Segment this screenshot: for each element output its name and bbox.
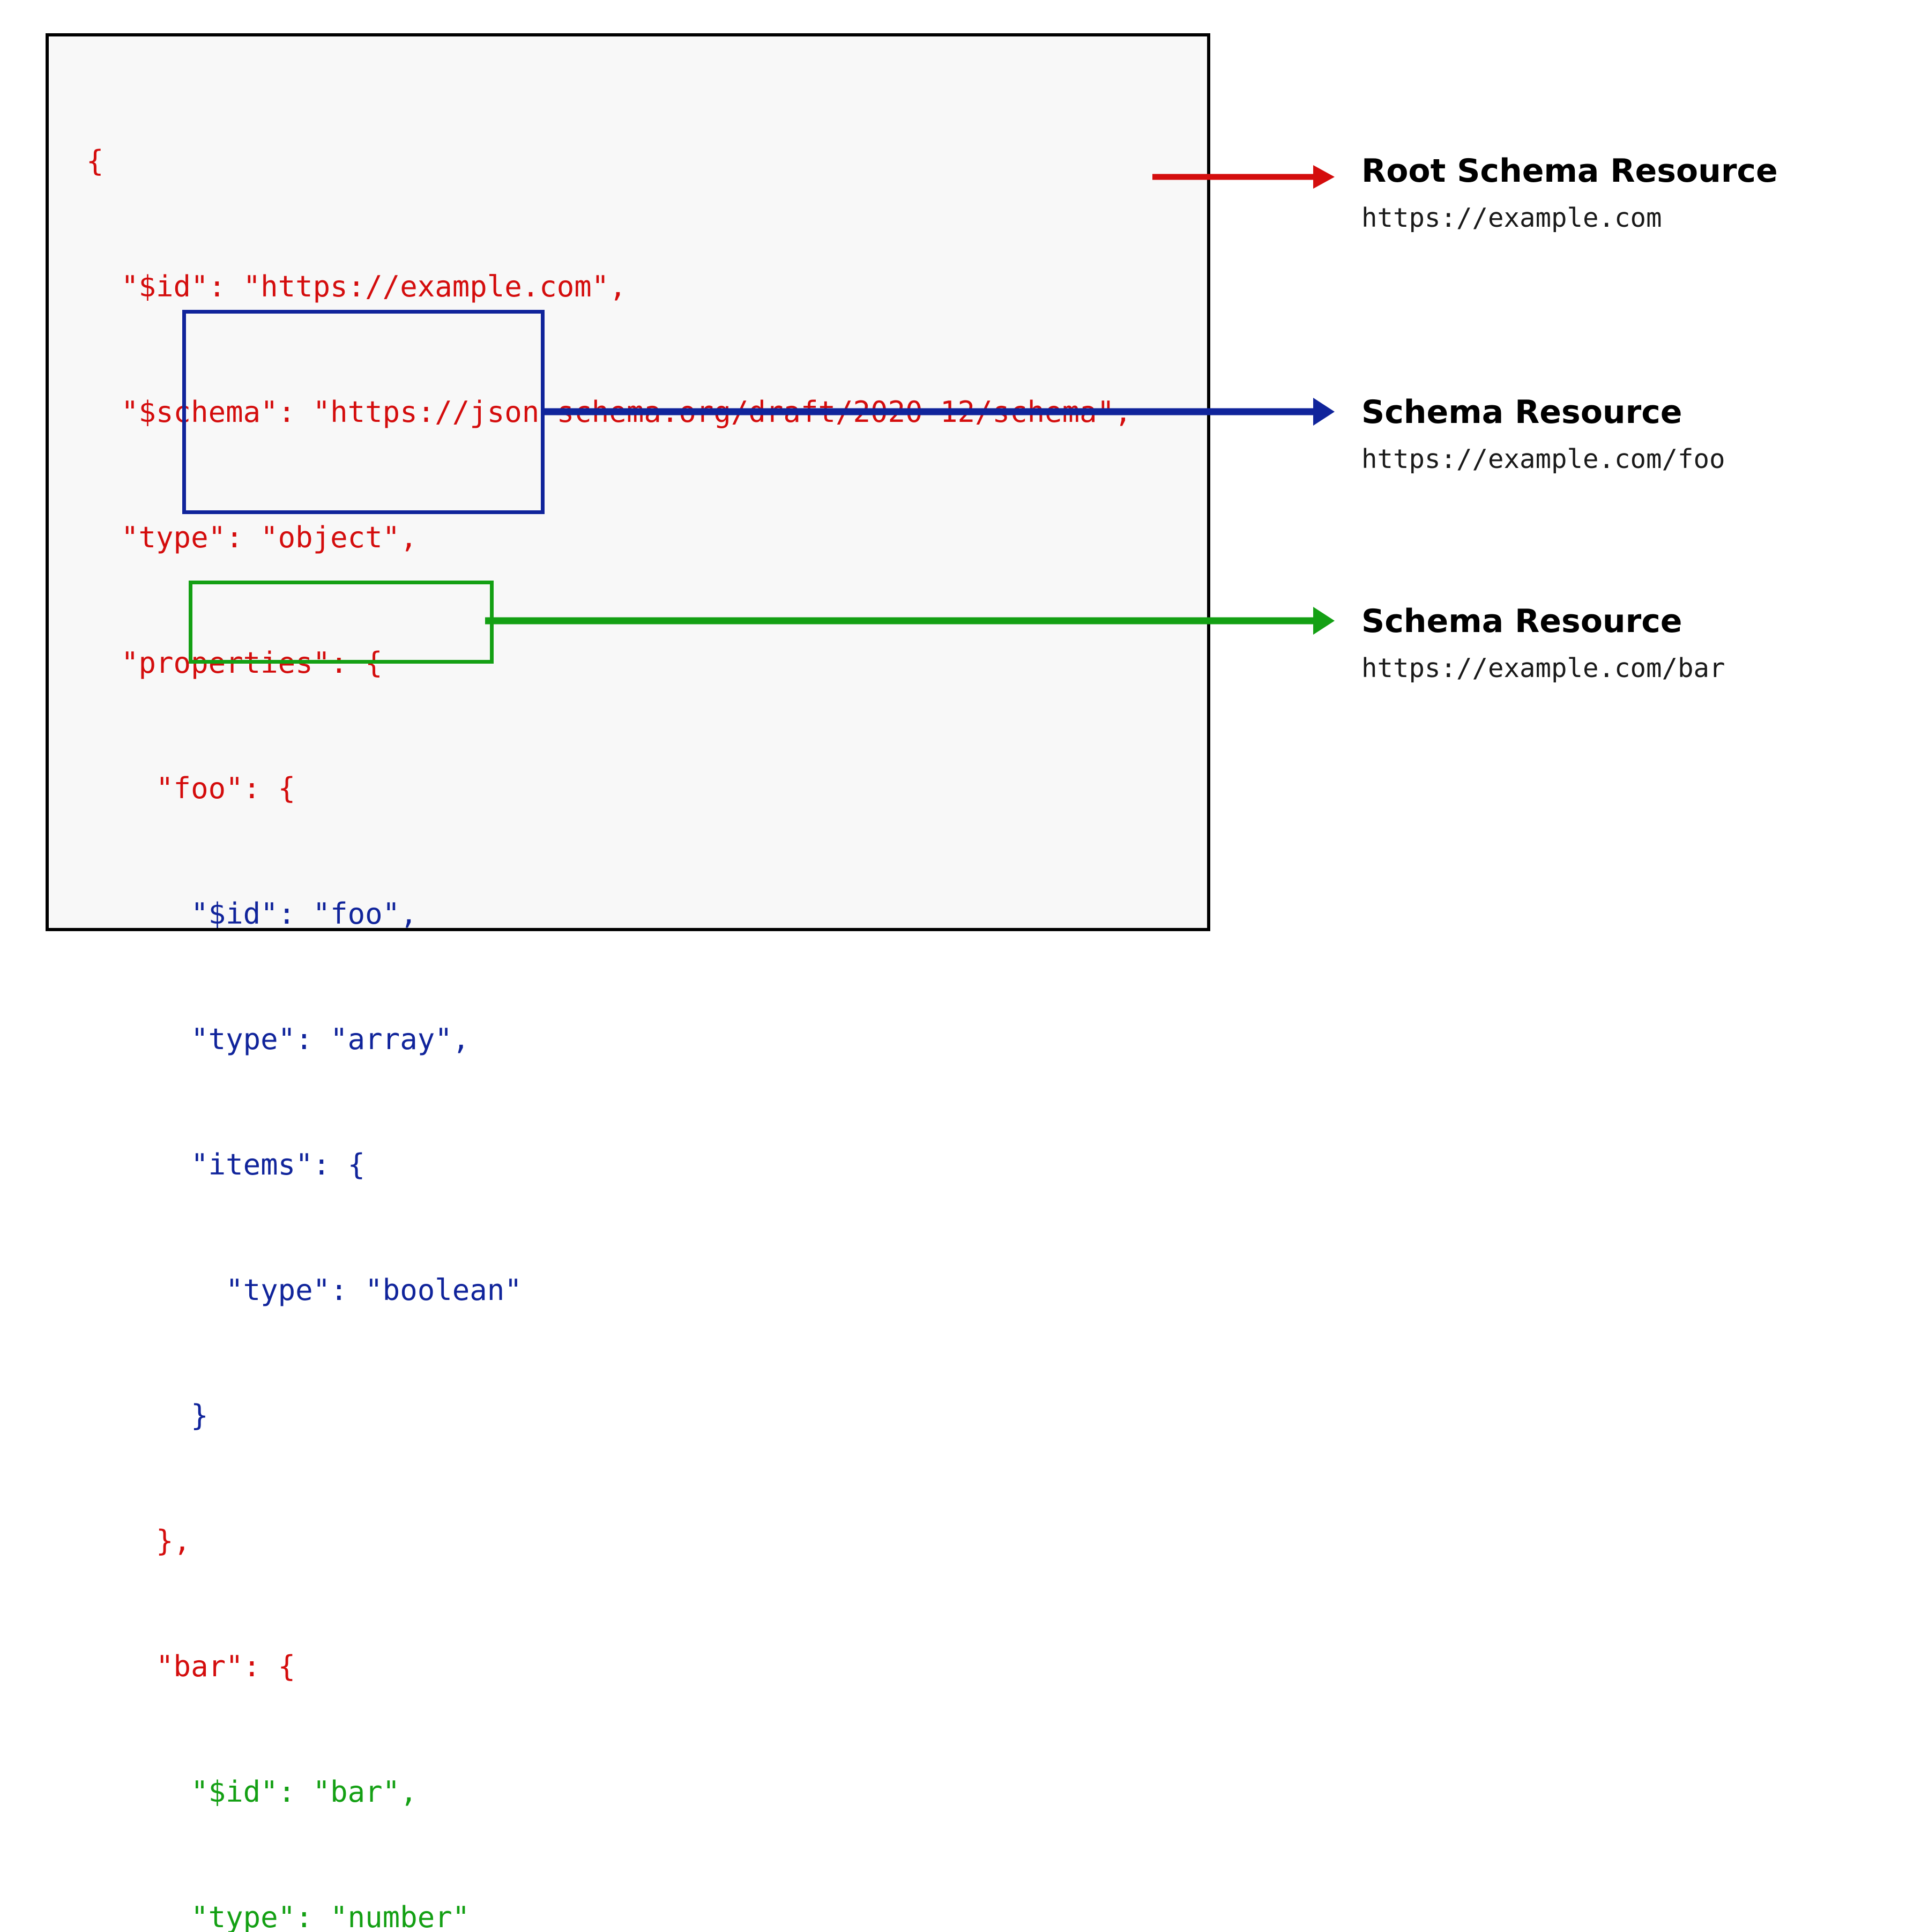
code-line: } xyxy=(86,1399,209,1432)
resource-title: Root Schema Resource xyxy=(1361,152,1778,190)
code-line: "$id": "bar", xyxy=(86,1775,418,1809)
root-schema-arrow xyxy=(1152,165,1335,189)
resource-uri: https://example.com xyxy=(1361,203,1662,233)
code-line: "items": { xyxy=(86,1148,366,1182)
code-line: { xyxy=(86,144,104,178)
code-line: }, xyxy=(86,1524,191,1558)
root-schema-resource-label: Root Schema Resource https://example.com xyxy=(1361,154,1778,232)
json-code-block: { "$id": "https://example.com", "$schema… xyxy=(86,57,1132,1932)
foo-schema-resource-label: Schema Resource https://example.com/foo xyxy=(1361,396,1725,473)
resource-uri: https://example.com/bar xyxy=(1361,653,1725,683)
code-line: "properties": { xyxy=(86,646,383,680)
resource-uri: https://example.com/foo xyxy=(1361,444,1725,474)
foo-schema-arrow xyxy=(541,398,1335,426)
code-line: "type": "boolean" xyxy=(86,1273,522,1307)
resource-title: Schema Resource xyxy=(1361,393,1682,431)
code-panel: { "$id": "https://example.com", "$schema… xyxy=(46,33,1210,1932)
bar-schema-arrow xyxy=(485,607,1335,635)
code-line: "$id": "https://example.com", xyxy=(86,270,627,303)
code-line: "foo": { xyxy=(86,771,296,805)
code-line: "type": "array", xyxy=(86,1022,470,1056)
code-line: "type": "number" xyxy=(86,1900,470,1932)
bar-schema-resource-label: Schema Resource https://example.com/bar xyxy=(1361,605,1725,682)
resource-title: Schema Resource xyxy=(1361,603,1682,640)
code-line: "bar": { xyxy=(86,1649,296,1683)
code-line: "$id": "foo", xyxy=(86,897,418,931)
code-line: "type": "object", xyxy=(86,521,418,554)
